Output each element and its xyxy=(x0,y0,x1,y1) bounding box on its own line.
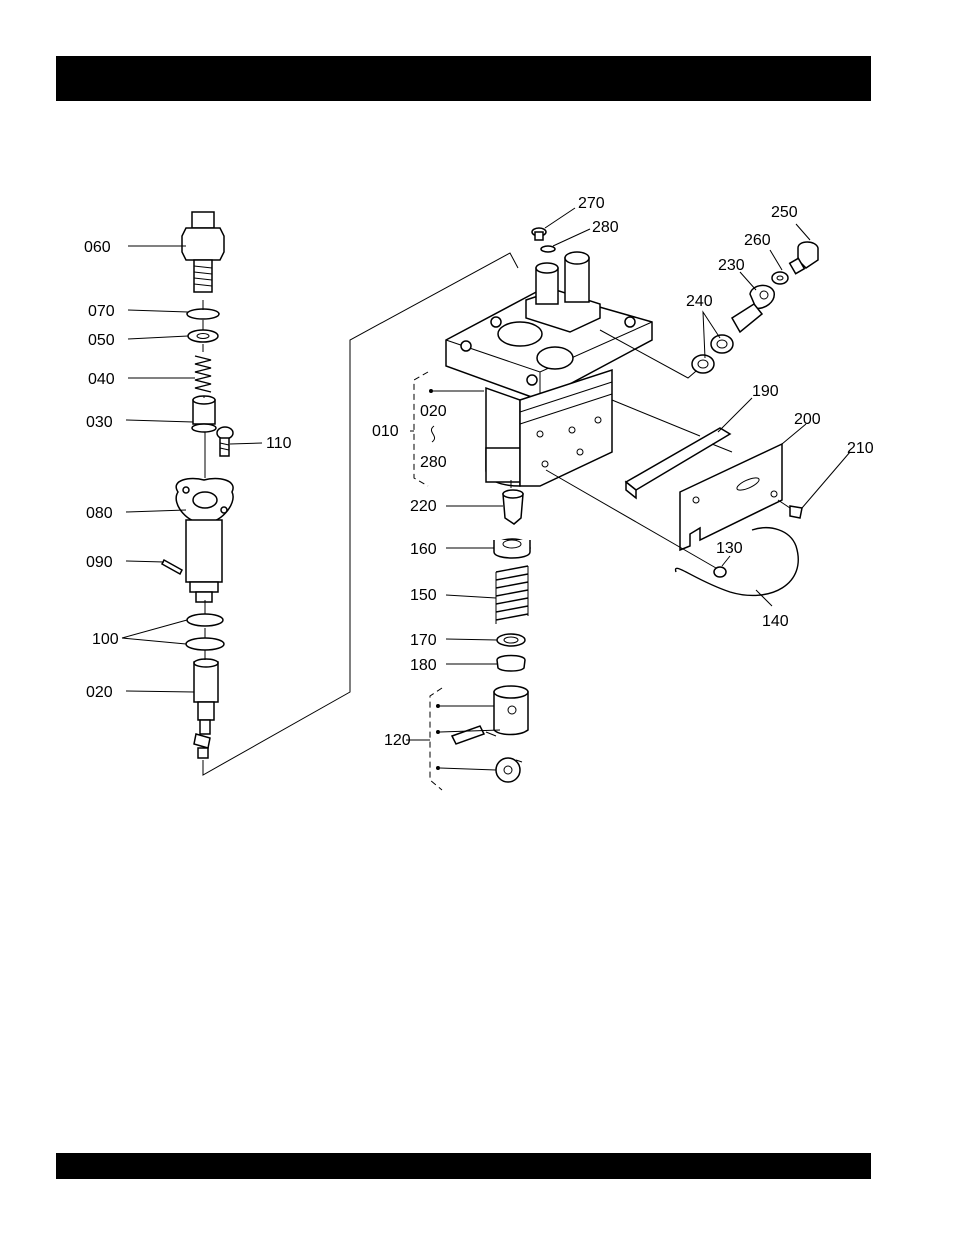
group-dot xyxy=(436,766,440,770)
part-060-drawing xyxy=(182,212,224,292)
callout-250: 250 xyxy=(771,204,798,221)
callout-080: 080 xyxy=(86,505,113,522)
callout-020-group: 020 xyxy=(420,403,447,420)
callout-200: 200 xyxy=(794,411,821,428)
callout-100: 100 xyxy=(92,631,119,648)
part-210-drawing xyxy=(778,500,802,518)
part-070-drawing xyxy=(187,309,219,319)
part-110-drawing xyxy=(217,427,233,456)
callout-240: 240 xyxy=(686,293,713,310)
part-020-drawing xyxy=(194,659,218,758)
callout-270: 270 xyxy=(578,195,605,212)
callout-130: 130 xyxy=(716,540,743,557)
callout-120: 120 xyxy=(384,732,411,749)
callout-050: 050 xyxy=(88,332,115,349)
callout-180: 180 xyxy=(410,657,437,674)
group-dot xyxy=(436,730,440,734)
callout-280-group: 280 xyxy=(420,454,447,471)
group-dot xyxy=(436,704,440,708)
callout-280-top: 280 xyxy=(592,219,619,236)
callout-220: 220 xyxy=(410,498,437,515)
part-140-drawing xyxy=(676,528,799,596)
callout-070: 070 xyxy=(88,303,115,320)
left-assembly xyxy=(162,212,233,758)
callout-140: 140 xyxy=(762,613,789,630)
group-120-bracket xyxy=(430,688,442,790)
callout-010: 010 xyxy=(372,423,399,440)
callout-210: 210 xyxy=(847,440,874,457)
callout-150: 150 xyxy=(410,587,437,604)
callout-030: 030 xyxy=(86,414,113,431)
callout-260: 260 xyxy=(744,232,771,249)
callout-170: 170 xyxy=(410,632,437,649)
part-030-drawing xyxy=(192,396,216,432)
callout-040: 040 xyxy=(88,371,115,388)
part-200-drawing xyxy=(680,444,782,550)
group-dot xyxy=(429,389,433,393)
callout-090: 090 xyxy=(86,554,113,571)
callout-160: 160 xyxy=(410,541,437,558)
part-040-drawing xyxy=(195,356,211,392)
footer-bar xyxy=(56,1153,871,1179)
part-050-drawing xyxy=(188,330,218,342)
callout-060: 060 xyxy=(84,239,111,256)
callout-110: 110 xyxy=(266,435,292,452)
part-090-drawing xyxy=(162,560,182,574)
pump-body xyxy=(446,252,702,486)
lower-stack xyxy=(452,480,530,782)
callout-230: 230 xyxy=(718,257,745,274)
callout-020-left: 020 xyxy=(86,684,113,701)
part-270-280-drawing xyxy=(532,228,555,252)
part-080-drawing xyxy=(176,479,233,603)
callout-190: 190 xyxy=(752,383,779,400)
